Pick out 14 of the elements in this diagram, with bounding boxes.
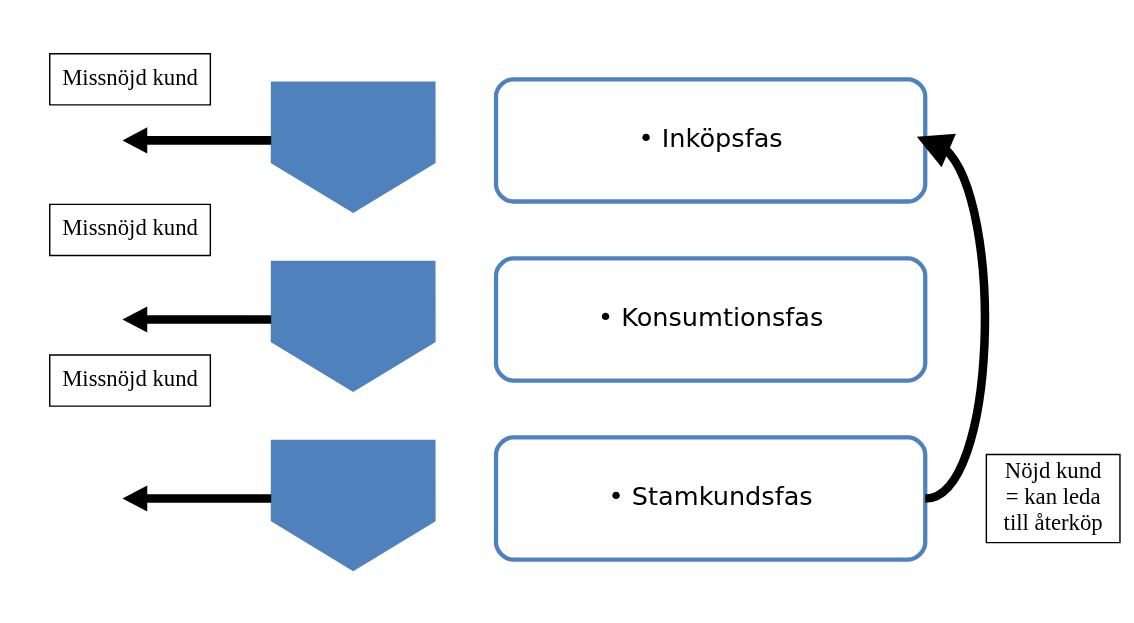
node-box: Missnöjd kund [49,52,212,106]
node-box: Nöjd kund = kan leda till återköp [985,453,1121,543]
arrow [122,485,272,512]
node-box: Missnöjd kund [49,353,212,407]
node-box: • Inköpsfas [493,76,928,204]
arrow [916,133,989,503]
node-box: Missnöjd kund [49,203,212,256]
node-chevron [270,260,436,392]
arrow [122,126,272,153]
node-chevron [270,81,436,213]
arrow [122,305,272,332]
node-chevron [270,439,436,571]
node-box: • Stamkundsfas [493,434,928,562]
node-box: • Konsumtionsfas [493,255,928,383]
